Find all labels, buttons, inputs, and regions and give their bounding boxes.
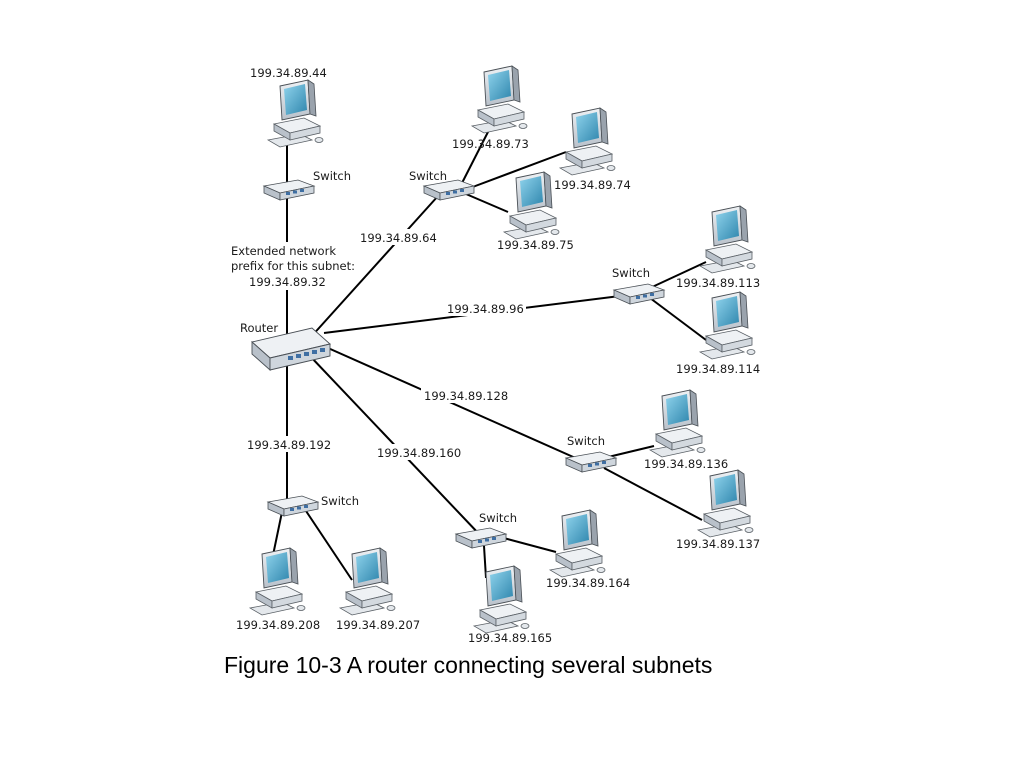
subnet-bottom-left: 199.34.89.192	[247, 438, 331, 452]
workstation-44	[267, 79, 324, 148]
switch-label-upper: Switch	[409, 169, 447, 183]
switch-label-right: Switch	[612, 266, 650, 280]
subnet-upper: 199.34.89.64	[360, 231, 437, 245]
host-label-73: 199.34.89.73	[452, 137, 529, 151]
workstation-113	[699, 205, 756, 274]
host-label-208: 199.34.89.208	[236, 618, 320, 632]
host-label-113: 199.34.89.113	[676, 276, 760, 290]
workstation-207	[339, 547, 396, 616]
subnet-top-left-line2: prefix for this subnet:	[231, 259, 355, 273]
router	[251, 327, 331, 372]
subnet-lower-right: 199.34.89.128	[424, 389, 508, 403]
host-label-44: 199.34.89.44	[250, 66, 327, 80]
host-label-207: 199.34.89.207	[336, 618, 420, 632]
host-label-75: 199.34.89.75	[497, 238, 574, 252]
switch-label-lower: Switch	[479, 511, 517, 525]
workstation-114	[699, 291, 756, 360]
label-backgrounds	[228, 229, 526, 460]
host-label-165: 199.34.89.165	[468, 631, 552, 645]
figure-caption: Figure 10-3 A router connecting several …	[224, 652, 712, 678]
subnet-top-left-line3: 199.34.89.32	[249, 275, 326, 289]
connection-lines	[271, 127, 707, 581]
switch-top-left	[263, 179, 315, 201]
switch-label-lower-right: Switch	[567, 434, 605, 448]
switch-bottom-left	[267, 495, 319, 517]
switch-lower-right	[565, 451, 617, 473]
subnet-lower: 199.34.89.160	[377, 446, 461, 460]
workstation-74	[559, 107, 616, 176]
switch-label-top-left: Switch	[313, 169, 351, 183]
switch-upper	[423, 179, 475, 201]
host-label-114: 199.34.89.114	[676, 362, 760, 376]
host-label-74: 199.34.89.74	[554, 178, 631, 192]
workstation-137	[697, 469, 754, 538]
workstation-208	[249, 547, 306, 616]
host-label-164: 199.34.89.164	[546, 576, 630, 590]
workstation-75	[503, 171, 560, 240]
switch-lower	[455, 527, 507, 549]
switch-label-bottom-left: Switch	[321, 494, 359, 508]
switch-right	[613, 283, 665, 305]
router-label: Router	[240, 321, 278, 335]
host-label-137: 199.34.89.137	[676, 537, 760, 551]
workstation-164	[549, 509, 606, 578]
workstation-73	[471, 65, 528, 134]
subnet-right: 199.34.89.96	[447, 302, 524, 316]
workstation-165	[473, 565, 530, 634]
subnet-top-left-line1: Extended network	[231, 244, 336, 258]
host-label-136: 199.34.89.136	[644, 457, 728, 471]
workstation-136	[649, 389, 706, 458]
